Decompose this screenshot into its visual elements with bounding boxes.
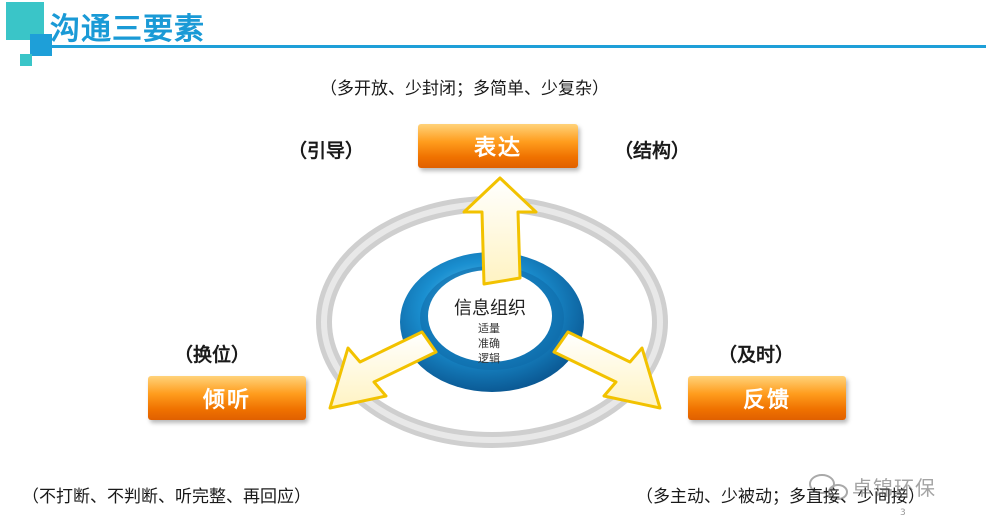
center-title: 信息组织: [454, 298, 526, 319]
center-item-accurate: 准确: [478, 337, 500, 350]
center-disc: [428, 270, 552, 362]
header-divider: [36, 45, 986, 48]
header-square-small: [20, 54, 32, 66]
arrow-down-left: [328, 330, 438, 410]
node-feedback: 反馈: [688, 376, 846, 420]
bottom-right-note: （多主动、少被动；多直接、少间接）: [636, 487, 925, 507]
watermark-text: 卓锦环保: [852, 476, 936, 500]
node-listen: 倾听: [148, 376, 306, 420]
label-timely: （及时）: [718, 344, 795, 366]
label-guide: （引导）: [288, 140, 365, 162]
arrow-down-right: [552, 330, 662, 410]
label-empathy: （换位）: [174, 344, 251, 366]
top-note: （多开放、少封闭；多简单、少复杂）: [320, 79, 609, 99]
center-item-amount: 适量: [478, 322, 500, 335]
header-square-teal: [6, 2, 44, 40]
center-item-logic: 逻辑: [478, 352, 500, 365]
page-title: 沟通三要素: [50, 12, 205, 47]
label-structure: （结构）: [614, 140, 691, 162]
node-express: 表达: [418, 124, 578, 168]
page-number: 3: [900, 508, 906, 518]
watermark-chat-icon: [809, 474, 848, 500]
bottom-left-note: （不打断、不判断、听完整、再回应）: [22, 487, 311, 507]
arrow-up: [462, 176, 538, 286]
